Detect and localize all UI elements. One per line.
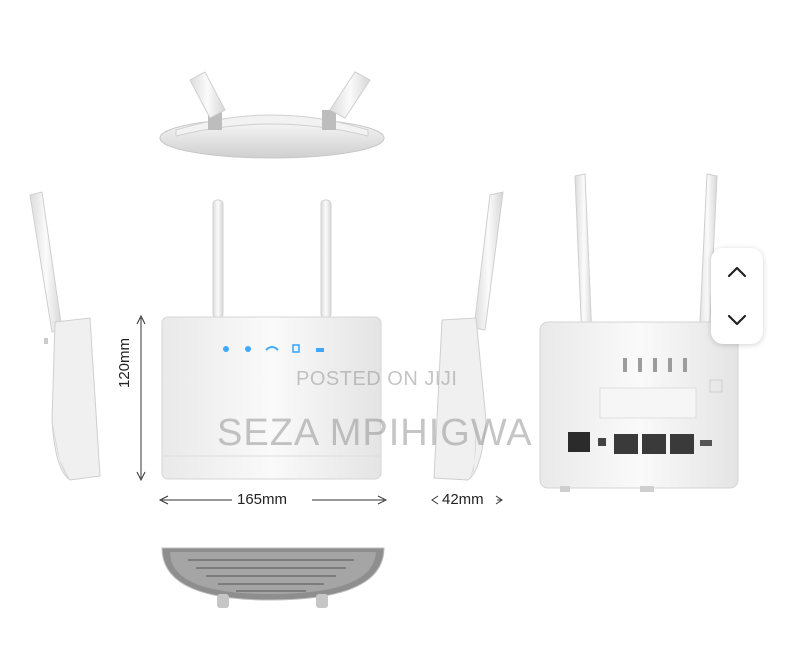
- router-back-view: [539, 173, 739, 492]
- router-right-side-view: [433, 191, 504, 481]
- height-label: 120mm: [116, 337, 133, 388]
- chevron-up-icon: [727, 266, 747, 278]
- depth-label: 42mm: [442, 491, 484, 508]
- chevron-down-icon: [727, 314, 747, 326]
- width-label: 165mm: [237, 491, 288, 508]
- gallery-nav-control: [711, 248, 763, 344]
- height-dimension-line: [136, 314, 146, 482]
- watermark-seller-name: SEZA MPIHIGWA: [217, 412, 533, 454]
- gallery-prev-button[interactable]: [711, 248, 763, 296]
- status-led-row: [223, 344, 324, 353]
- watermark-posted-on: POSTED ON JIJI: [296, 368, 458, 390]
- router-bottom-view: [161, 547, 385, 608]
- gallery-next-button[interactable]: [711, 296, 763, 344]
- router-left-side-view: [29, 191, 101, 481]
- depth-dimension-line: [431, 495, 503, 505]
- width-dimension-line: [158, 495, 388, 505]
- router-front-view: [161, 199, 382, 480]
- router-top-view: [159, 71, 385, 159]
